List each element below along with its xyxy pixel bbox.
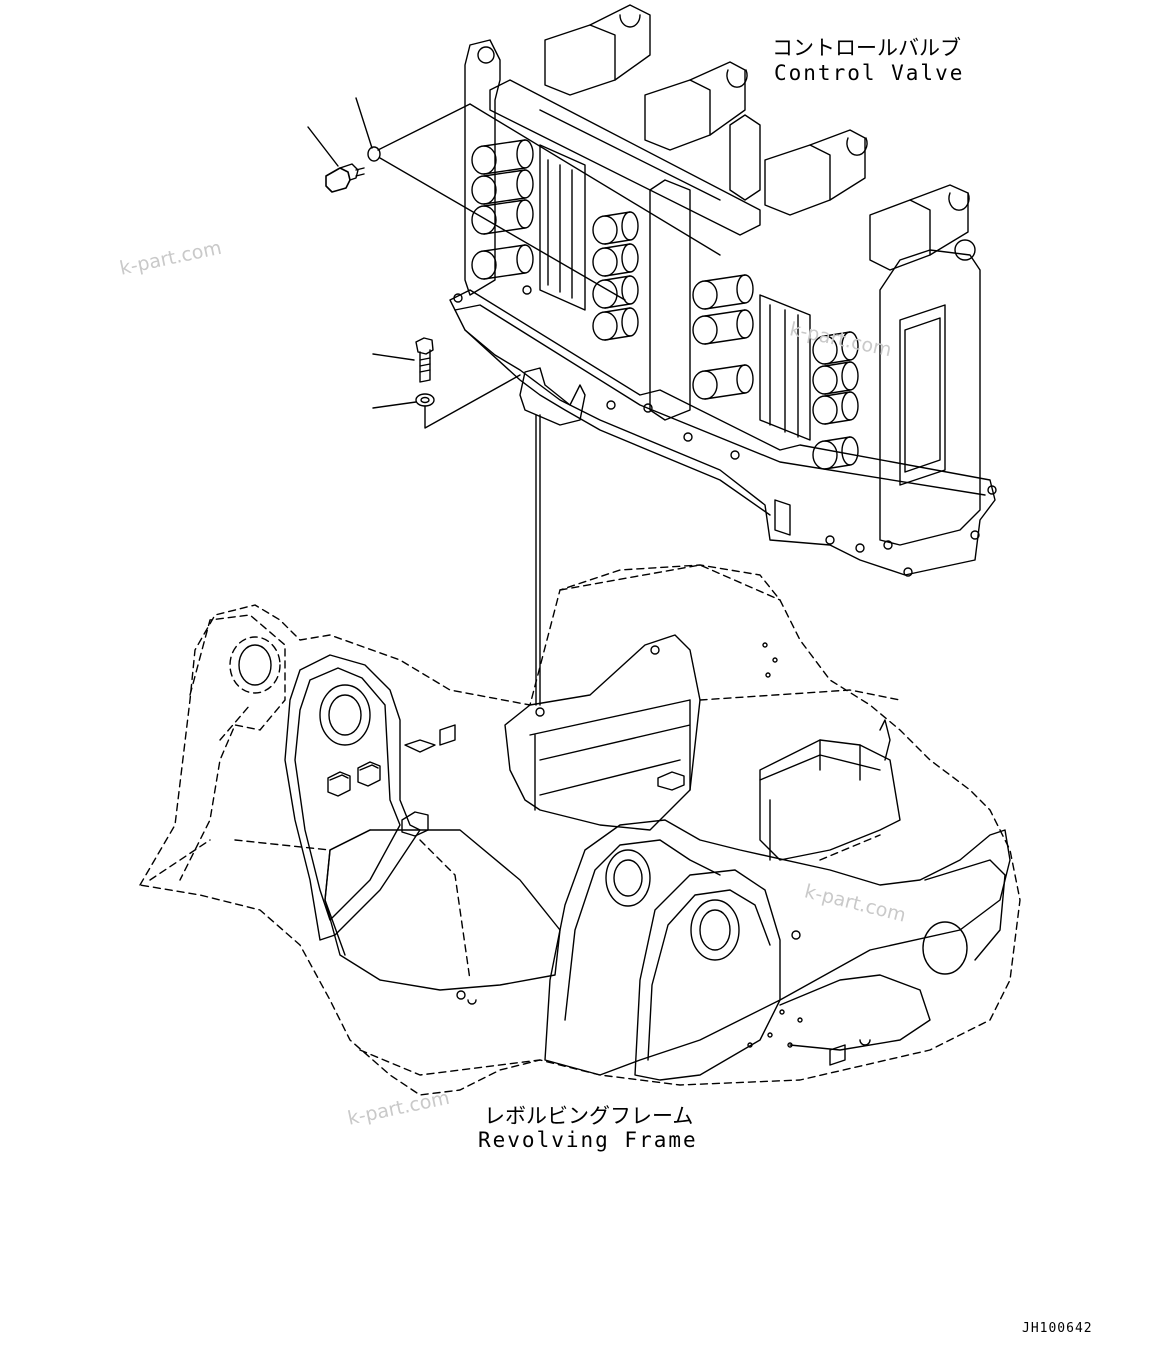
left-pin-bore-outer	[229, 636, 281, 694]
control-valve-label-en: Control Valve	[774, 61, 965, 85]
control-valve-label-jp: コントロールバルブ	[772, 36, 961, 60]
callout-line-bolt	[424, 374, 521, 429]
drawing-code: JH100642	[1022, 1321, 1093, 1336]
right-boom-bracket-inner	[634, 869, 781, 1081]
right-pin-bore-inner	[690, 899, 740, 961]
pressure-switch-icon	[325, 167, 351, 193]
valve-left-frame	[464, 39, 501, 296]
spool-block-right	[759, 294, 811, 441]
valve-top-bar	[489, 79, 761, 236]
right-pin-bore-outer	[605, 849, 651, 907]
alignment-line	[535, 414, 541, 706]
left-boom-bracket	[284, 654, 421, 941]
valve-bolt-heads	[453, 285, 997, 577]
central-box-beam	[504, 634, 701, 831]
left-pin-bore-inner	[319, 684, 371, 746]
cross-tube	[324, 829, 561, 991]
solenoid-stack-middle	[592, 211, 639, 341]
pressure-switch	[325, 163, 365, 193]
pilot-valve-heads	[544, 4, 970, 271]
bolt-icon	[415, 337, 434, 355]
valve-mounting-foot	[519, 367, 586, 426]
mounting-bolt	[415, 337, 434, 383]
valve-middle-frame	[649, 179, 691, 421]
o-ring-icon	[367, 146, 381, 162]
solenoid-stack-lower	[692, 274, 754, 400]
valve-base-plate	[449, 289, 996, 576]
leader-bolt	[372, 353, 415, 361]
callout-line-switch	[377, 103, 721, 301]
revolving-frame	[139, 564, 1021, 1096]
solenoid-stack-left	[471, 139, 534, 280]
frame-outer-outline	[139, 564, 1021, 1096]
leader-o-ring	[355, 97, 373, 149]
revolving-frame-label-en: Revolving Frame	[478, 1128, 698, 1152]
valve-right-frame	[879, 249, 981, 546]
right-boom-bracket-front	[544, 819, 1011, 1076]
spool-block-left	[539, 144, 586, 311]
revolving-frame-label-jp: レボルビングフレーム	[484, 1104, 694, 1128]
leader-pressure-switch	[307, 126, 339, 167]
solenoid-stack-right	[812, 331, 859, 470]
washer-icon	[415, 393, 435, 407]
right-frame-bore	[922, 921, 968, 975]
control-valve-assembly	[449, 4, 997, 577]
leader-washer	[372, 401, 417, 409]
